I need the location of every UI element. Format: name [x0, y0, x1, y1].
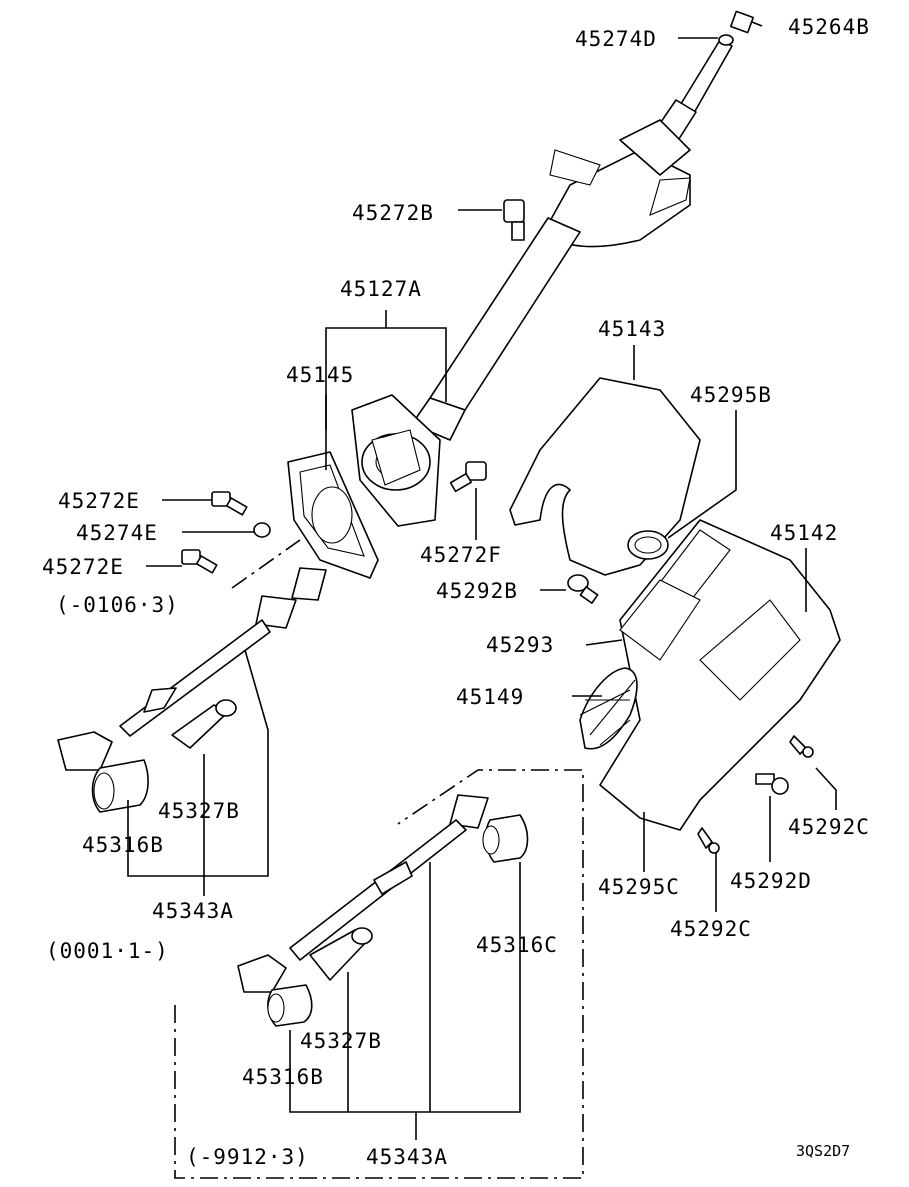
washer-45274D	[718, 34, 734, 46]
bushing-45316B-lower	[267, 984, 313, 1027]
label-45264B: 45264B	[788, 15, 870, 39]
label-45327B-upper: 45327B	[158, 799, 240, 823]
mesh-pad-45149	[579, 667, 638, 750]
label-45272E-top: 45272E	[58, 489, 140, 513]
date-range-upto-9912: (-9912·3)	[186, 1145, 309, 1169]
label-45149: 45149	[456, 685, 524, 709]
bolt-45292B	[567, 574, 599, 604]
label-45343A-upper: 45343A	[152, 899, 234, 923]
label-45292B: 45292B	[436, 579, 518, 603]
date-range-upto-0106: (-0106·3)	[56, 593, 179, 617]
label-45145: 45145	[286, 363, 354, 387]
upper-column-cover-45143	[509, 377, 701, 576]
steering-column-assembly	[351, 10, 754, 527]
label-45272F: 45272F	[420, 543, 502, 567]
label-45293: 45293	[486, 633, 554, 657]
part-labels: 45264B 45274D 45272B 45127A 45145 45143 …	[42, 15, 870, 1169]
label-45292C-upper: 45292C	[788, 815, 870, 839]
screw-45292D	[755, 773, 789, 795]
date-range-from-0001: (0001·1-)	[46, 939, 169, 963]
nut-45264B	[730, 10, 754, 34]
intermediate-shaft-upper-variant	[57, 567, 327, 771]
label-45274E: 45274E	[76, 521, 158, 545]
grommet-45295B	[627, 530, 669, 560]
boot-45327B-lower	[309, 927, 373, 981]
bolt-45272B	[503, 199, 525, 241]
screw-45292C-lower	[697, 827, 720, 854]
label-45272E-bottom: 45272E	[42, 555, 124, 579]
label-45292D: 45292D	[730, 869, 812, 893]
bushing-45316B-upper	[91, 759, 149, 813]
label-45316B-lower: 45316B	[242, 1065, 324, 1089]
diagram-code: 3QS2D7	[796, 1142, 850, 1160]
nut-45274E	[253, 522, 271, 538]
label-45316B-upper: 45316B	[82, 833, 164, 857]
variant-box-outline	[174, 769, 584, 1179]
label-45295C: 45295C	[598, 875, 680, 899]
label-45295B: 45295B	[690, 383, 772, 407]
label-45292C-lower: 45292C	[670, 917, 752, 941]
bolt-45272E-top	[211, 491, 248, 516]
bolt-45272E-bottom	[181, 549, 218, 574]
gasket-plate-45145	[287, 451, 379, 579]
label-45274D: 45274D	[575, 27, 657, 51]
boot-45327B-upper	[171, 699, 237, 749]
label-45142: 45142	[770, 521, 838, 545]
leader-lines	[127, 21, 837, 1140]
cover-plate-45293	[619, 579, 701, 661]
label-45343A-lower: 45343A	[366, 1145, 448, 1169]
label-45316C: 45316C	[476, 933, 558, 957]
label-45327B-lower: 45327B	[300, 1029, 382, 1053]
screw-45292C-upper	[789, 735, 814, 758]
label-45143: 45143	[598, 317, 666, 341]
bushing-45316C	[482, 814, 529, 863]
label-45127A: 45127A	[340, 277, 422, 301]
label-45272B: 45272B	[352, 201, 434, 225]
intermediate-shaft-lower-variant	[237, 794, 489, 993]
bolt-45272F	[449, 461, 487, 493]
